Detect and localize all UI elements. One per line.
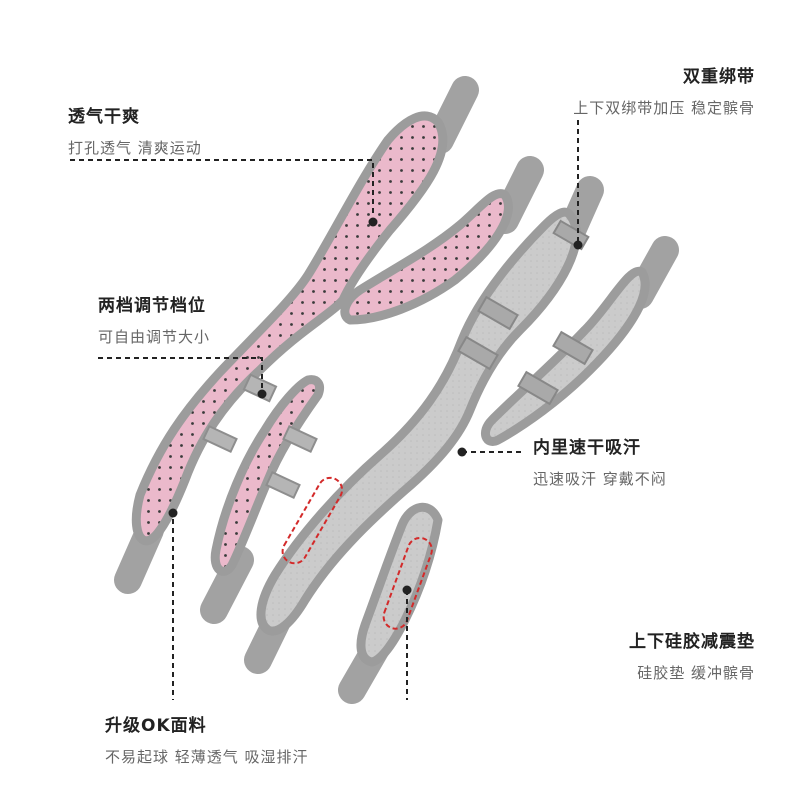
pink-knee-strap <box>114 76 544 624</box>
leader-lines <box>70 120 579 700</box>
callout-title: 双重绑带 <box>683 67 755 87</box>
callout-title: 上下硅胶减震垫 <box>629 632 755 652</box>
callout-silicone-pad: 上下硅胶减震垫 硅胶垫 缓冲髌骨 <box>629 627 755 683</box>
callout-subtitle: 打孔透气 清爽运动 <box>68 139 202 157</box>
gray-adjust-tab <box>477 295 519 331</box>
leader-two-level <box>98 357 263 392</box>
callout-title: 升级OK面料 <box>105 716 207 736</box>
callout-subtitle: 上下双绑带加压 稳定髌骨 <box>573 99 755 117</box>
callout-subtitle: 硅胶垫 缓冲髌骨 <box>637 664 755 682</box>
leader-breathable <box>70 159 374 216</box>
callout-subtitle: 不易起球 轻薄透气 吸湿排汗 <box>105 748 309 766</box>
callout-title: 两档调节档位 <box>98 296 206 316</box>
gray-strap-upper-wing <box>481 266 650 446</box>
pink-adjust-tab <box>265 470 301 500</box>
silicone-pad <box>382 536 433 630</box>
gray-knee-strap <box>244 176 679 704</box>
callout-upgrade-fabric: 升级OK面料 不易起球 轻薄透气 吸湿排汗 <box>105 711 309 767</box>
gray-strap-lower-wing <box>356 503 443 667</box>
pink-adjust-tab <box>242 373 278 403</box>
callout-subtitle: 可自由调节大小 <box>98 328 211 346</box>
pink-adjust-tab <box>202 424 238 454</box>
callout-subtitle: 迅速吸汗 穿戴不闷 <box>533 470 667 488</box>
pink-strap-upper-wing <box>340 189 513 325</box>
silicone-pad <box>281 476 344 565</box>
leader-dots <box>168 217 583 595</box>
pink-strap-end-bottom-right <box>200 546 254 624</box>
gray-adjust-tab <box>552 330 594 366</box>
pink-adjust-tab <box>282 424 318 454</box>
gray-adjust-tab <box>457 335 499 371</box>
callout-title: 内里速干吸汗 <box>533 438 641 458</box>
callout-title: 透气干爽 <box>68 107 140 127</box>
callout-quick-dry: 内里速干吸汗 迅速吸汗 穿戴不闷 <box>533 433 667 489</box>
gray-adjust-tab <box>517 370 559 406</box>
callout-two-level: 两档调节档位 可自由调节大小 <box>98 291 210 347</box>
pink-strap-body <box>131 111 448 546</box>
callout-double-strap: 双重绑带 上下双绑带加压 稳定髌骨 <box>573 62 755 118</box>
callout-breathable: 透气干爽 打孔透气 清爽运动 <box>68 102 202 158</box>
